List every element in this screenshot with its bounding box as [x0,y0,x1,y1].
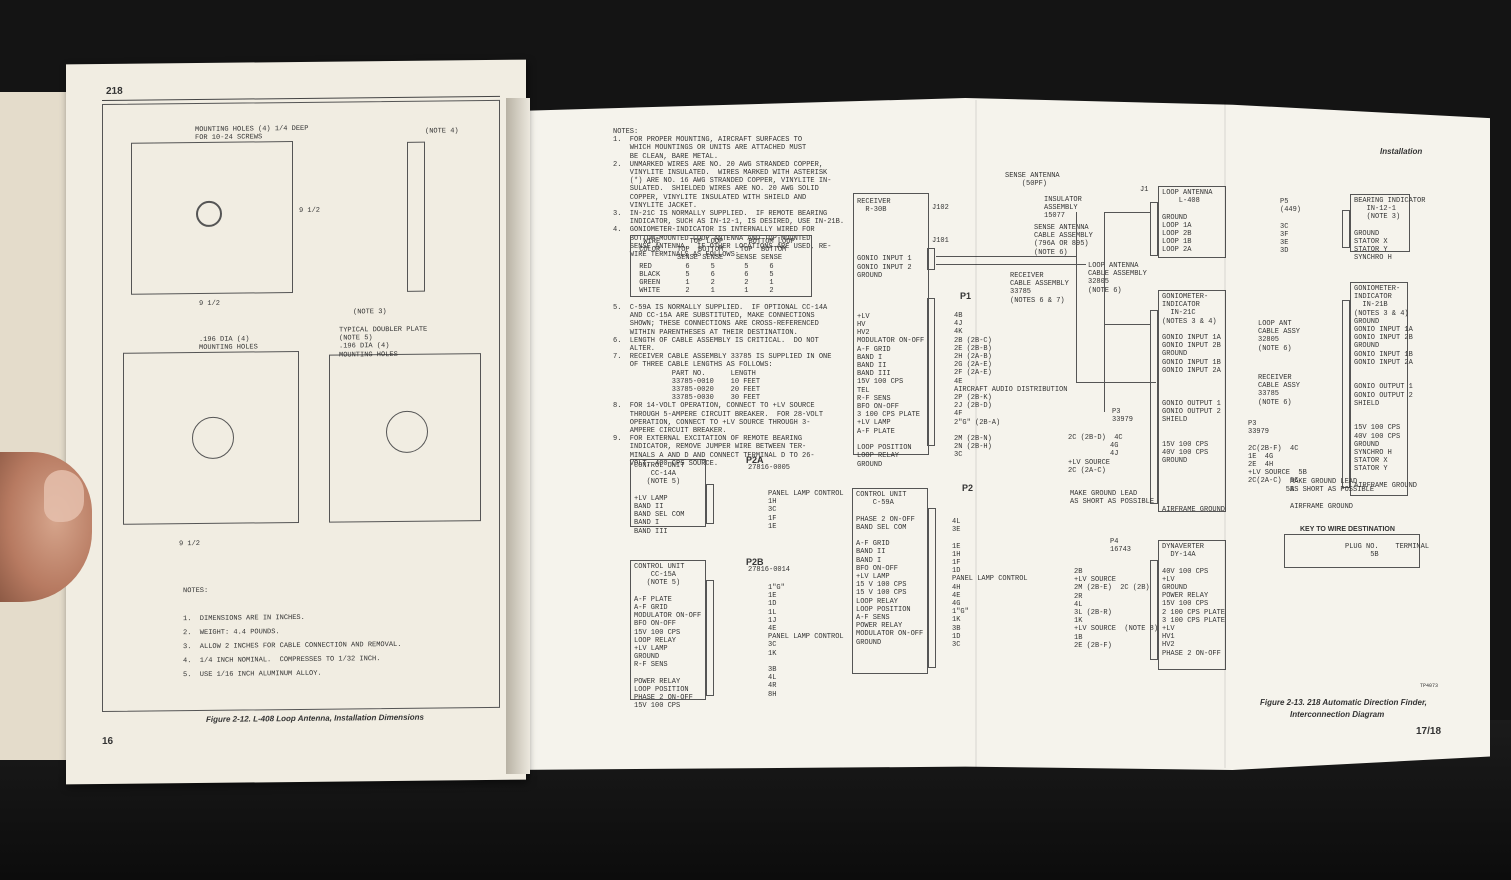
dimension-bottom: 9 1/2 [179,540,201,549]
p1-label: P1 [960,291,972,301]
figure-caption-2-12: Figure 2-12. L-408 Loop Antenna, Install… [206,712,424,724]
drawing-number: TP4073 [1420,683,1439,689]
drawing-frame: MOUNTING HOLES (4) 1/4 DEEP FOR 10-24 SC… [102,99,500,713]
p2b-connector [706,580,714,696]
goniometer-indicator-in21c: GONIOMETER- INDICATOR IN-21C (NOTES 3 & … [1158,290,1226,514]
p3-label: P3 33979 [1112,408,1134,425]
dynaverter-connector [1150,560,1158,660]
book-gutter [506,98,530,774]
page-number-17-18: 17/18 [1416,726,1442,737]
p2a-dest: PANEL LAMP CONTROL 1H 3C 1F 1E [768,490,844,531]
insulator-label: INSULATOR ASSEMBLY 15077 [1044,196,1082,221]
p2a-label: P2A [746,455,764,465]
dimension-width: 9 1/2 [199,299,221,309]
j103-dest: 4B 4J 4K 2B (2B-C) 2E (2B-B) 2H (2A-B) 2… [954,312,1068,460]
ground-lead-note-b: MAKE GROUND LEAD AS SHORT AS POSSIBLE AI… [1290,478,1375,511]
left-notes: NOTES: 1. DIMENSIONS ARE IN INCHES. 2. W… [183,586,402,680]
antenna-side-view [407,141,425,292]
left-page: 218 MOUNTING HOLES (4) 1/4 DEEP FOR 10-2… [66,59,526,785]
figure-caption-2-13-line2: Interconnection Diagram [1290,710,1385,719]
thumbnail [44,470,84,522]
ground-lead-note: MAKE GROUND LEAD AS SHORT AS POSSIBLE [1070,490,1155,507]
page-number-16: 16 [102,735,114,748]
mounting-holes-196: .196 DIA (4) MOUNTING HOLES [199,335,258,353]
p2a-connector [706,484,714,524]
antenna-front-view [131,141,293,295]
notes-block: NOTES: 1. FOR PROPER MOUNTING, AIRCRAFT … [613,128,845,260]
key-title: KEY TO WIRE DESTINATION [1300,526,1395,533]
notes-block-continued: 5. C-59A IS NORMALLY SUPPLIED. IF OPTION… [613,304,832,468]
j102-label: J102 J101 [932,204,949,245]
loop-ant-cable-b: LOOP ANT CABLE ASSY 32805 (NOTE 6) [1258,320,1301,353]
loop-antenna-l408: LOOP ANTENNA L-408 GROUND LOOP 1A LOOP 2… [1158,186,1226,258]
j101-connector [927,248,935,270]
loop-antenna-connector [1150,202,1158,256]
wire-color-table: WIRE TOP LOOP BOTTOM LOOP COLOR TOP BOTT… [630,235,812,297]
p2b-dest: 1"G" 1E 1D 1L 1J 4E PANEL LAMP CONTROL 3… [768,584,844,699]
dynaverter-dy14a: DYNAVERTER DY-14A 40V 100 CPS +LV GROUND… [1158,540,1226,670]
loop-cable-label: LOOP ANTENNA CABLE ASSEMBLY 32805 (NOTE … [1088,262,1147,295]
mounting-holes-label: MOUNTING HOLES (4) 1/4 DEEP FOR 10-24 SC… [195,124,309,143]
sense-cable-label: SENSE ANTENNA CABLE ASSEMBLY (796A OR 89… [1034,224,1093,257]
note-4-label: (NOTE 4) [425,127,459,136]
figure-caption-2-13: Figure 2-13. 218 Automatic Direction Fin… [1260,698,1427,707]
p2-connector [928,508,936,668]
key-box: PLUG NO. TERMINAL 5B [1284,534,1429,568]
dynaverter-left-pins: 2B +LV SOURCE 2M (2B-E) 2C (2B) 2R 4L 3L… [1074,568,1159,650]
j1-label: J1 [1140,186,1149,194]
foldout-sheet: NOTES: 1. FOR PROPER MOUNTING, AIRCRAFT … [500,98,1490,770]
installation-header: Installation [1380,147,1423,156]
p2a-part: 27816-0005 [748,464,791,472]
p2b-part: 27816-0014 [748,566,791,574]
doubler-circle [386,410,428,454]
bearing-indicator-in12: BEARING INDICATOR IN-12-1 (NOTE 3) GROUN… [1350,194,1425,262]
control-unit-cc15a: CONTROL UNIT CC-15A (NOTE 5) A-F PLATE A… [630,560,706,710]
gonio-indicator-in21b: GONIOMETER- INDICATOR IN-21B (NOTES 3 & … [1350,282,1417,496]
p2-label: P2 [962,483,974,493]
receiver-r30b: RECEIVER R-30B GONIO INPUT 1 GONIO INPUT… [853,193,929,469]
doubler-plate-view [329,353,481,523]
bearing-connector [1342,210,1350,248]
p4-label: P4 16743 [1110,538,1132,555]
sense-antenna-label: SENSE ANTENNA (50PF) [1005,172,1060,189]
p2b-label: P2B [746,557,764,567]
note-3-label: (NOTE 3) [353,308,387,317]
receiver-cable-b: RECEIVER CABLE ASSY 33785 (NOTE 6) [1258,374,1301,407]
antenna-cutout-view [123,350,299,525]
p3-b-label: P3 33979 2C(2B-F) 4C 1E 4G 2E 4H +LV SOU… [1248,420,1307,494]
control-unit-cc14a: CONTROL UNIT CC-14A (NOTE 5) +LV LAMP BA… [630,459,706,536]
doubler-plate-label: TYPICAL DOUBLER PLATE (NOTE 5) .196 DIA … [339,325,428,360]
j103-connector [927,298,935,446]
gonio-b-connector [1342,300,1350,488]
receiver-cable-label: RECEIVER CABLE ASSEMBLY 33785 (NOTES 6 &… [1010,272,1069,305]
cutout-circle [192,416,234,460]
page-header-218: 218 [106,85,123,97]
dimension-height: 9 1/2 [299,206,321,215]
connector-circle [196,200,222,228]
gonio-left-pins: 2C (2B-D) 4C 4G 4J +LV SOURCE 2C (2A-C) [1068,434,1123,475]
control-unit-c59a: CONTROL UNIT C-59A PHASE 2 ON-OFF BAND S… [852,488,928,674]
p2-dest: 4L 3E 1E 1H 1F 1D PANEL LAMP CONTROL 4H … [952,518,1028,650]
gonio-connector [1150,310,1158,504]
p5-label: P5 (449) 3C 3F 3E 3D [1280,198,1302,256]
